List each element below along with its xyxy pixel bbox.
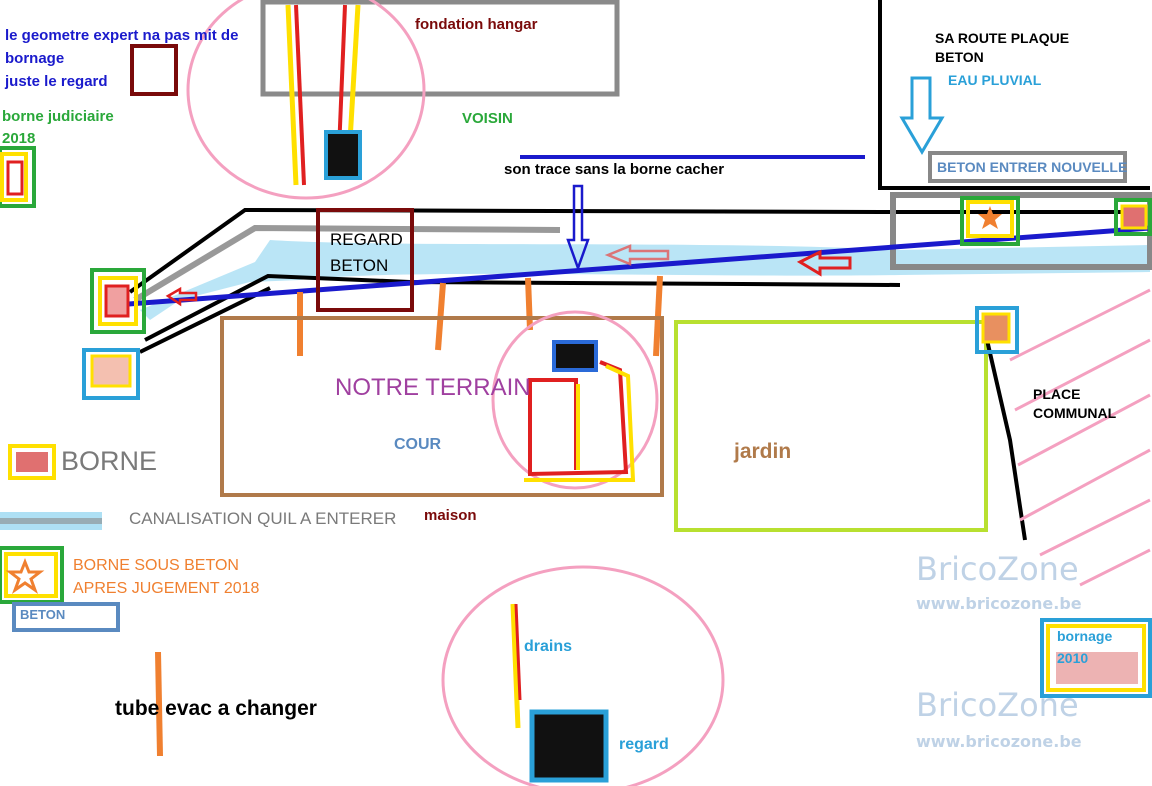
- regard-icon-drains: [529, 709, 609, 783]
- geometre-label-2: bornage: [5, 50, 65, 67]
- borne-sous-beton-label-2: APRES JUGEMENT 2018: [73, 580, 260, 597]
- fondation-hangar-label: fondation hangar: [415, 16, 538, 33]
- borne-judiciaire-label-2: 2018: [2, 130, 36, 147]
- eau-pluvial-label: EAU PLUVIAL: [948, 72, 1042, 88]
- maison-label: maison: [424, 507, 477, 524]
- flow-arrow-icon-3: [165, 286, 198, 307]
- bornage-2010-label-2: 2010: [1057, 650, 1089, 666]
- boundary-black-lower: [139, 286, 271, 354]
- trace-line: [114, 225, 1151, 308]
- notre-terrain-box: [220, 316, 664, 497]
- beton-legend-label: BETON: [20, 607, 66, 622]
- borne-sous-beton-label-1: BORNE SOUS BETON: [73, 557, 239, 574]
- borne-icon-left-bottom: [82, 348, 140, 400]
- place-communal-label-2: COMMUNAL: [1033, 405, 1117, 421]
- jardin-label: jardin: [734, 440, 792, 463]
- route-label-1: SA ROUTE PLAQUE: [935, 30, 1070, 46]
- canalisation-legend-icon: [0, 512, 102, 530]
- watermark-url: www.bricozone.be: [916, 594, 1082, 613]
- regard-legend-icon: [130, 44, 178, 96]
- borne-icon-judiciaire: [0, 146, 36, 208]
- beton-legend-box: [12, 602, 120, 632]
- canalisation-label: CANALISATION QUIL A ENTERER: [129, 509, 397, 528]
- fondation-hangar-box: [260, 0, 620, 97]
- place-communal-hatch: [1009, 288, 1151, 587]
- borne-judiciaire-label-1: borne judiciaire: [2, 108, 114, 125]
- regard-beton-label-2: BETON: [330, 256, 389, 275]
- borne-icon-jardin: [975, 306, 1019, 354]
- jardin-box: [674, 320, 988, 532]
- orange-tube: [155, 651, 163, 757]
- borne-legend-icon: [8, 444, 56, 480]
- place-communal-label-1: PLACE: [1033, 386, 1081, 402]
- regard-icon-terrain: [552, 340, 598, 372]
- orange-tube: [525, 277, 533, 331]
- boundary-black-top: [128, 207, 1150, 294]
- canal-water: [140, 240, 1150, 320]
- borne-label: BORNE: [61, 446, 158, 476]
- regard-beton-label-1: REGARD: [330, 230, 403, 249]
- watermark-url: www.bricozone.be: [916, 732, 1082, 751]
- geometre-label-3: juste le regard: [5, 73, 108, 90]
- tube-evac-label: tube evac a changer: [115, 697, 317, 720]
- place-communal-boundary: [985, 339, 1027, 541]
- notre-terrain-label: NOTRE TERRAIN: [335, 374, 531, 401]
- bornage-2010-box: [1040, 618, 1152, 698]
- star-icon-road: [960, 196, 1020, 246]
- route-label-2: BETON: [935, 49, 984, 65]
- borne-icon-left-top: [90, 268, 146, 334]
- flow-arrow-icon-2: [604, 244, 670, 266]
- beton-entrer-label: BETON ENTRER NOUVELLE: [937, 159, 1128, 175]
- beton-entrer-box: [928, 151, 1127, 183]
- eau-pluvial-arrow-icon: [899, 76, 945, 155]
- cour-label: COUR: [394, 436, 442, 453]
- boundary-gray: [133, 224, 561, 303]
- bornage-2010-label-1: bornage: [1057, 628, 1113, 644]
- circle-hangar: [186, 0, 426, 200]
- voisin-label: VOISIN: [462, 110, 513, 127]
- route-outline: [878, 0, 1150, 190]
- boundary-black-bottom: [144, 273, 901, 342]
- watermark-brand: BricoZone: [916, 686, 1079, 724]
- borne-icon-road-right: [1114, 198, 1152, 236]
- drains-label: drains: [524, 638, 573, 655]
- regard-beton-box: [316, 208, 414, 312]
- circle-drains: [441, 565, 725, 786]
- son-trace-label: son trace sans la borne cacher: [504, 161, 725, 178]
- star-icon-legend: [0, 546, 64, 604]
- watermark-brand: BricoZone: [916, 550, 1079, 588]
- geometre-label-1: le geometre expert na pas mit de: [5, 27, 239, 44]
- regard-label: regard: [619, 736, 669, 753]
- regard-icon: [324, 130, 362, 180]
- circle-terrain: [491, 310, 659, 490]
- flow-arrow-icon: [796, 249, 852, 277]
- down-arrow-icon: [566, 184, 590, 272]
